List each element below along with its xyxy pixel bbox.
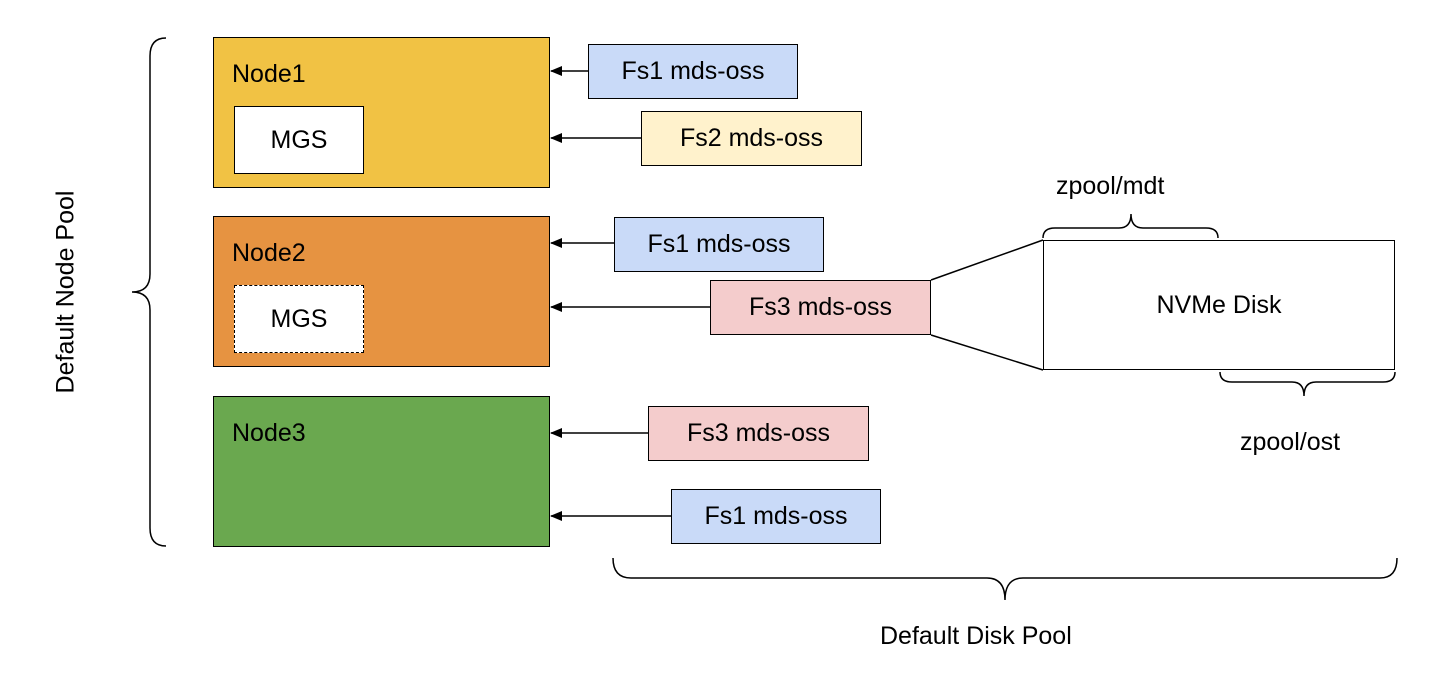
disk-pool-brace — [612, 557, 1398, 601]
zoom-line-top — [930, 239, 1044, 281]
zpool-mdt-brace — [1042, 213, 1219, 239]
node2-fs3-label: Fs3 mds-oss — [748, 293, 893, 321]
node3-fs3-label: Fs3 mds-oss — [686, 419, 831, 447]
node3-fs1-box: Fs1 mds-oss — [671, 489, 881, 544]
nvme-disk-box: NVMe Disk — [1043, 240, 1395, 370]
node1-fs1-box: Fs1 mds-oss — [588, 44, 798, 99]
node2-fs3-box: Fs3 mds-oss — [710, 280, 931, 335]
node2-fs1-label: Fs1 mds-oss — [647, 230, 791, 258]
default-disk-pool-label: Default Disk Pool — [880, 622, 1072, 650]
node1-box: Node1 MGS — [213, 37, 550, 188]
node-pool-brace — [131, 37, 167, 547]
node1-fs2-box: Fs2 mds-oss — [641, 111, 862, 166]
node3-label: Node3 — [232, 419, 306, 447]
node1-fs1-label: Fs1 mds-oss — [621, 57, 765, 85]
node1-mgs-label: MGS — [270, 125, 328, 154]
node3-fs3-box: Fs3 mds-oss — [648, 406, 869, 461]
node2-box: Node2 MGS — [213, 216, 550, 367]
node2-mgs-box: MGS — [234, 285, 364, 353]
zoom-line-bottom — [930, 334, 1044, 371]
node1-fs2-label: Fs2 mds-oss — [679, 124, 824, 152]
zpool-ost-brace — [1219, 371, 1396, 397]
node2-mgs-label: MGS — [270, 304, 328, 333]
node1-label: Node1 — [232, 60, 306, 88]
nvme-disk-label: NVMe Disk — [1156, 290, 1282, 319]
node1-mgs-box: MGS — [234, 106, 364, 174]
node2-label: Node2 — [232, 239, 306, 267]
node3-fs1-label: Fs1 mds-oss — [704, 502, 848, 530]
zpool-mdt-label: zpool/mdt — [1056, 172, 1165, 200]
node2-fs1-box: Fs1 mds-oss — [614, 217, 824, 272]
node3-box: Node3 — [213, 396, 550, 547]
zpool-ost-label: zpool/ost — [1240, 428, 1341, 456]
